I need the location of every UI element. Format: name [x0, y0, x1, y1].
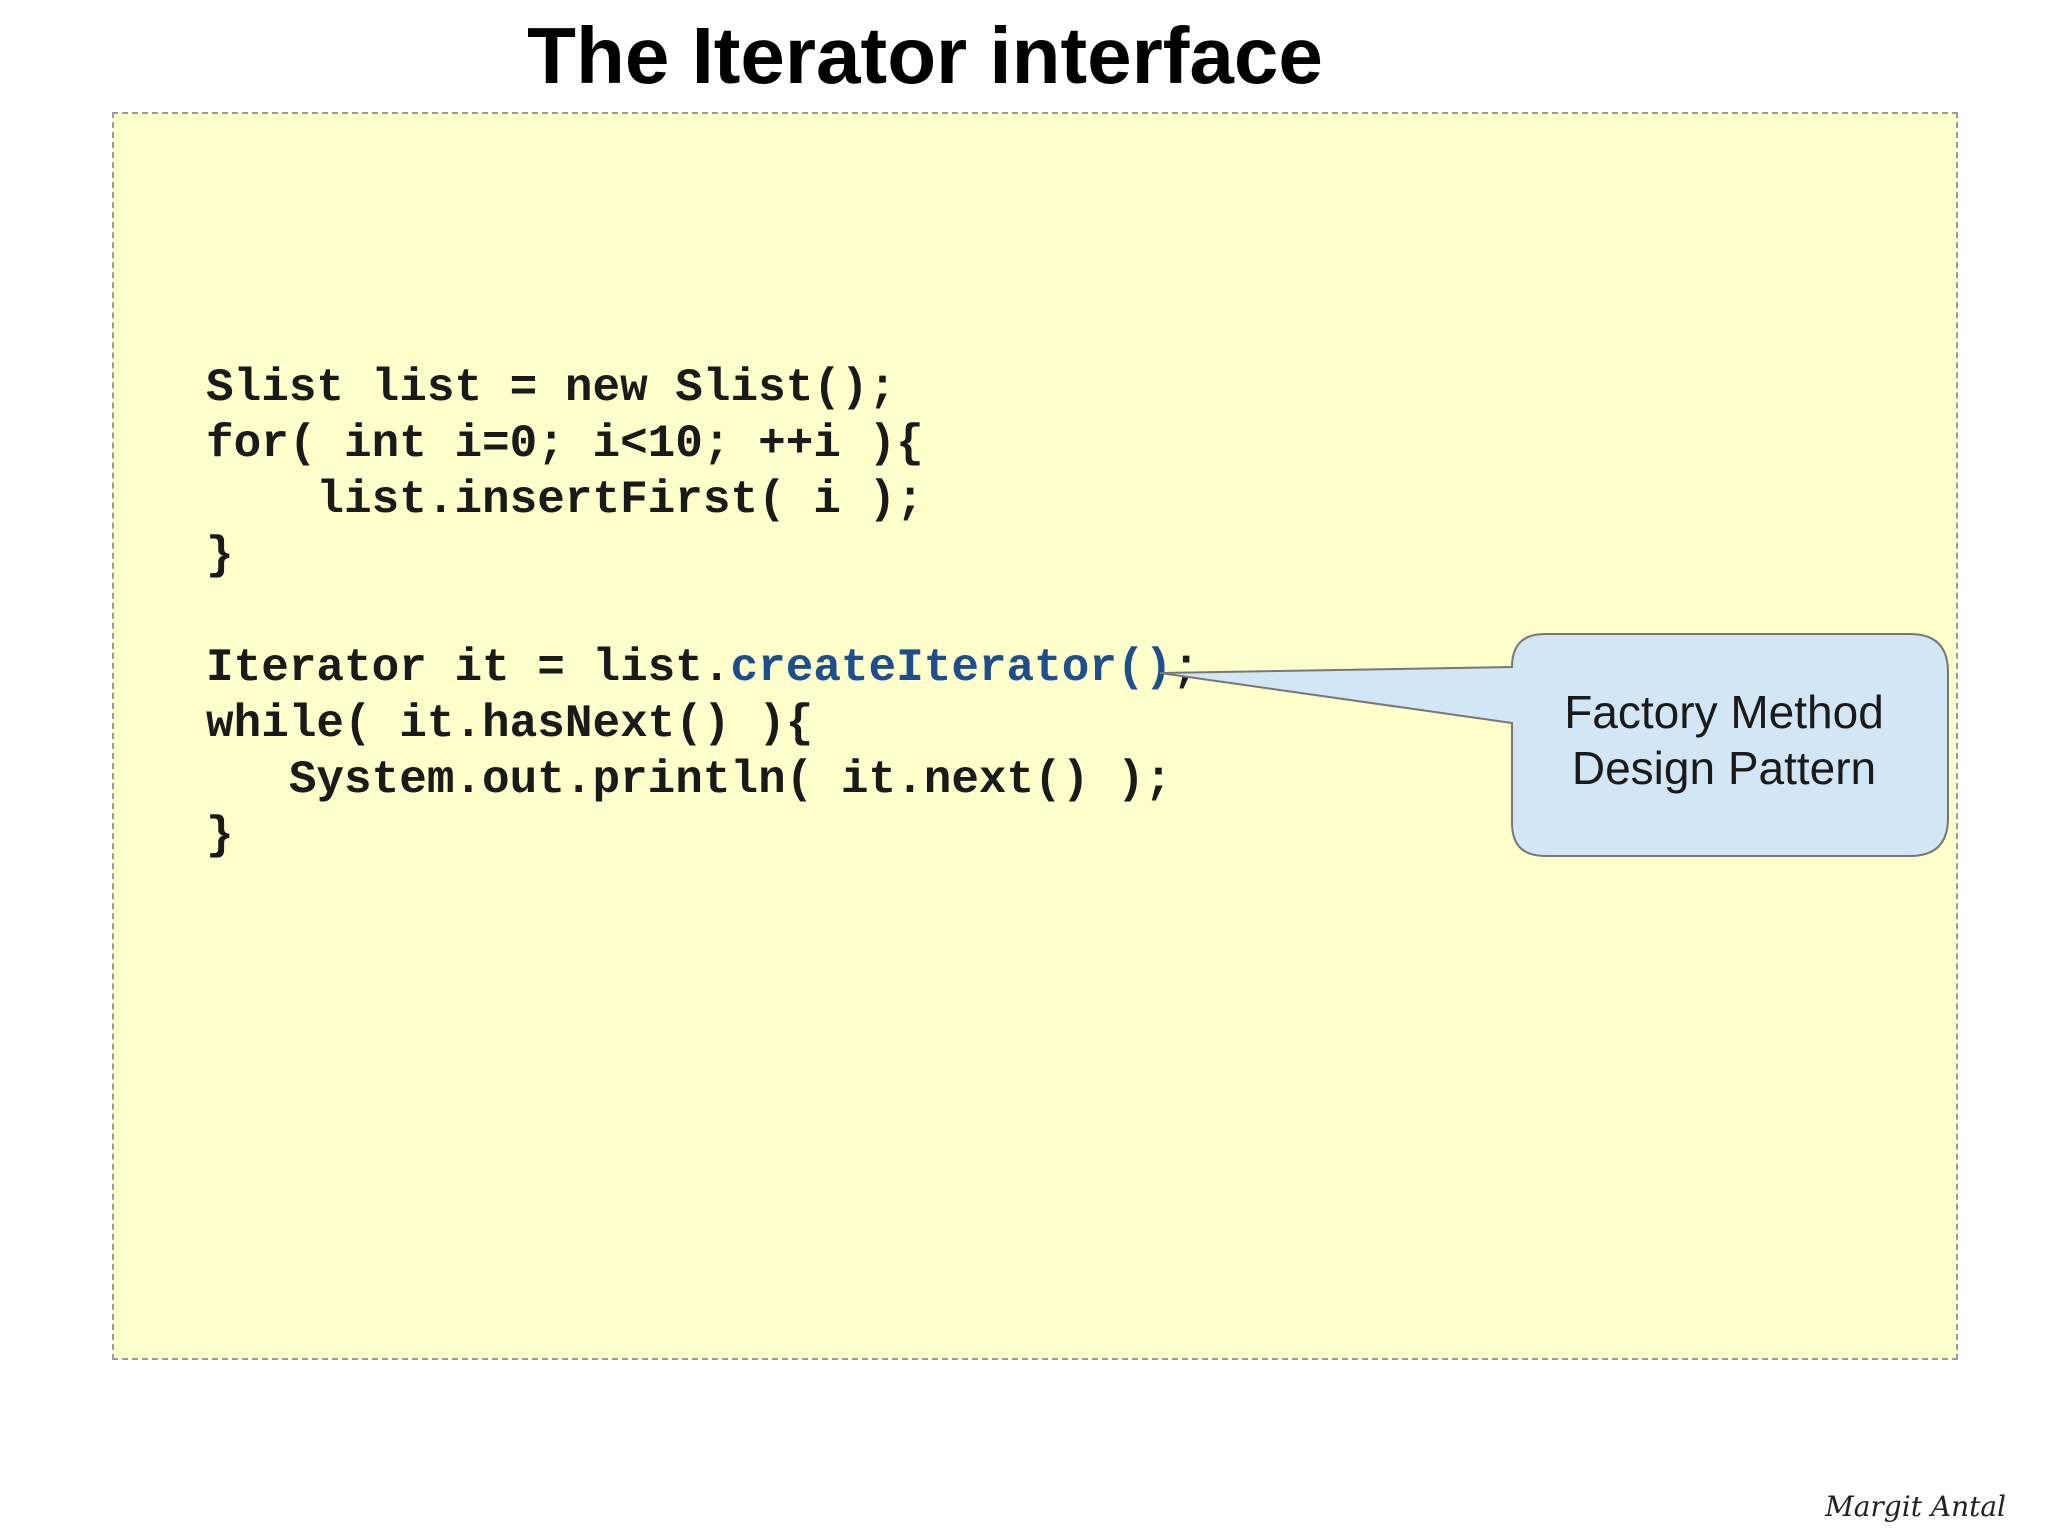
code-text: Iterator it = list.: [206, 642, 731, 694]
code-block: Slist list = new Slist();for( int i=0; i…: [206, 360, 1200, 864]
callout-line-2: Design Pattern: [1571, 742, 1877, 794]
code-line: for( int i=0; i<10; ++i ){: [206, 418, 924, 470]
code-line: }: [206, 810, 234, 862]
callout-line-1: Factory Method: [1564, 686, 1884, 738]
code-text: ;: [1172, 642, 1200, 694]
code-line: }: [206, 530, 234, 582]
code-line: list.insertFirst( i );: [206, 474, 924, 526]
callout-text: Factory Method Design Pattern: [1510, 684, 1938, 796]
slide-title: The Iterator interface: [527, 11, 1323, 100]
code-highlight-factory-call: createIterator(): [730, 642, 1173, 694]
code-line-blank: [206, 584, 1200, 640]
code-line: Iterator it = list.createIterator();: [206, 640, 1200, 696]
author-signature: Margit Antal: [1825, 1490, 2006, 1523]
code-line: while( it.hasNext() ){: [206, 698, 814, 750]
code-line: Slist list = new Slist();: [206, 362, 897, 414]
code-line: System.out.println( it.next() );: [206, 754, 1173, 806]
